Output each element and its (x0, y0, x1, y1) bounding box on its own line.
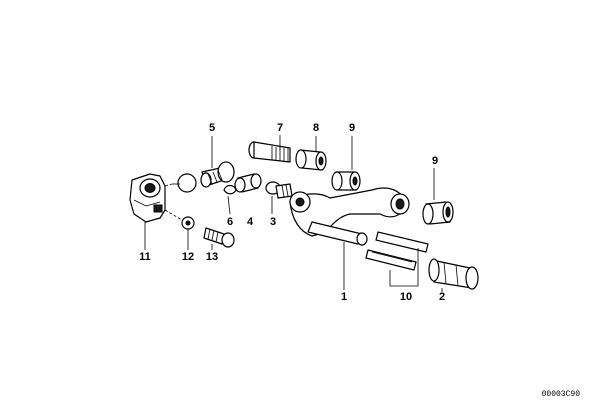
callout-7: 7 (277, 122, 283, 134)
callout-2: 2 (439, 291, 445, 303)
part-9-sleeve-upper (331, 171, 361, 191)
callout-3: 3 (270, 216, 276, 228)
callout-4: 4 (247, 216, 254, 228)
callout-13: 13 (206, 251, 218, 263)
part-7-bolt (248, 141, 291, 163)
callout-6: 6 (227, 216, 233, 228)
part-3-pin (265, 181, 293, 199)
leader-lines (144, 135, 443, 292)
part-1-lever (289, 187, 410, 246)
callout-9-lower: 9 (432, 155, 438, 167)
diagram-code: 00003C90 (542, 390, 581, 399)
assembly-lines (164, 183, 183, 221)
part-4-bushing (234, 173, 262, 193)
part-11-clamp (129, 173, 166, 223)
part-10-strips (365, 231, 429, 271)
part-2-handle (428, 258, 479, 290)
part-13-screw (203, 227, 235, 248)
callout-1: 1 (341, 291, 347, 303)
part-6-circlip (223, 184, 237, 195)
part-8-sleeve (295, 149, 327, 171)
part-12-washer (181, 216, 195, 230)
callout-12: 12 (182, 251, 194, 263)
callout-8: 8 (313, 122, 319, 134)
callout-5: 5 (209, 122, 215, 134)
part-9-bushing-lower (422, 201, 454, 225)
callout-9-upper: 9 (349, 122, 355, 134)
callout-11: 11 (139, 251, 151, 263)
part-5-ball-stud (200, 161, 235, 188)
ball-joint (172, 173, 197, 193)
callout-10: 10 (400, 291, 412, 303)
